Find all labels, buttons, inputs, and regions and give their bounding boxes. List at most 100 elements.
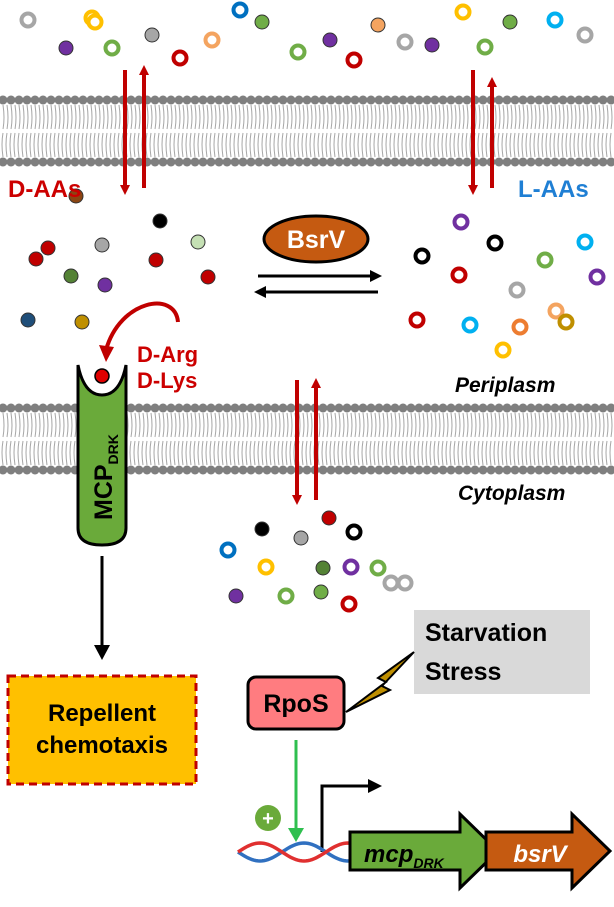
lipid-head: [367, 404, 376, 413]
l-amino-acid-particle: [416, 250, 429, 263]
lipid-head: [167, 404, 176, 413]
lipid-head: [23, 404, 32, 413]
lipid-head: [175, 466, 184, 475]
lipid-head: [191, 404, 200, 413]
lipid-head: [335, 96, 344, 105]
lipid-head: [463, 466, 472, 475]
lipid-head: [407, 404, 416, 413]
lipid-head: [247, 466, 256, 475]
d-amino-acid-particle: [322, 511, 336, 525]
lipid-head: [439, 158, 448, 167]
lipid-head: [343, 404, 352, 413]
lipid-head: [303, 404, 312, 413]
lipid-head: [223, 96, 232, 105]
lipid-head: [551, 404, 560, 413]
lipid-head: [151, 404, 160, 413]
d-amino-acid-particle: [255, 15, 269, 29]
lipid-head: [199, 404, 208, 413]
d-amino-acid-particle: [41, 241, 55, 255]
lipid-head: [583, 404, 592, 413]
lipid-head: [239, 158, 248, 167]
lipid-head: [167, 158, 176, 167]
d-amino-acid-particle: [29, 252, 43, 266]
lipid-head: [471, 466, 480, 475]
lipid-head: [359, 404, 368, 413]
binding-arrowhead: [99, 345, 114, 362]
signal-arrowhead: [94, 645, 110, 660]
starvation-stress-box: Starvation Stress: [414, 610, 590, 694]
lipid-head: [255, 404, 264, 413]
lipid-head: [271, 404, 280, 413]
lipid-head: [39, 466, 48, 475]
lipid-head: [399, 404, 408, 413]
lipid-head: [391, 466, 400, 475]
lipid-head: [159, 96, 168, 105]
mcp-receptor: MCPDRK: [78, 365, 126, 545]
lipid-head: [503, 158, 512, 167]
lipid-head: [423, 404, 432, 413]
lipid-head: [239, 404, 248, 413]
lipid-head: [391, 404, 400, 413]
lipid-head: [215, 96, 224, 105]
lipid-head: [407, 466, 416, 475]
lipid-head: [295, 158, 304, 167]
lipid-head: [191, 466, 200, 475]
lipid-head: [199, 158, 208, 167]
lipid-head: [487, 404, 496, 413]
lipid-head: [415, 158, 424, 167]
lipid-head: [79, 96, 88, 105]
lipid-head: [447, 404, 456, 413]
lipid-head: [327, 466, 336, 475]
lipid-head: [551, 96, 560, 105]
l-amino-acid-particle: [234, 4, 247, 17]
l-amino-acid-particle: [455, 216, 468, 229]
lipid-head: [487, 466, 496, 475]
lipid-head: [335, 404, 344, 413]
lipid-head: [335, 466, 344, 475]
lipid-head: [311, 158, 320, 167]
lipid-head: [599, 96, 608, 105]
l-amino-acid-particle: [539, 254, 552, 267]
lipid-head: [359, 96, 368, 105]
lipid-head: [183, 96, 192, 105]
lipid-head: [151, 158, 160, 167]
lipid-head: [159, 404, 168, 413]
lipid-head: [279, 96, 288, 105]
rpos-label: RpoS: [263, 690, 328, 718]
lipid-head: [591, 404, 600, 413]
lipid-head: [87, 158, 96, 167]
lipid-head: [127, 96, 136, 105]
lipid-head: [495, 466, 504, 475]
lipid-head: [39, 158, 48, 167]
cytoplasm-label: Cytoplasm: [458, 482, 565, 505]
lipid-head: [439, 96, 448, 105]
d-amino-acid-particle: [64, 269, 78, 283]
lipid-head: [559, 96, 568, 105]
lipid-head: [343, 466, 352, 475]
l-amino-acid-particle: [560, 316, 573, 329]
d-amino-acid-particle: [371, 18, 385, 32]
d-amino-acid-particle: [294, 531, 308, 545]
lipid-head: [415, 404, 424, 413]
lipid-head: [159, 158, 168, 167]
lipid-head: [103, 158, 112, 167]
starvation-line2: Stress: [425, 658, 501, 686]
d-amino-acid-particle: [314, 585, 328, 599]
lipid-head: [543, 404, 552, 413]
lipid-head: [215, 466, 224, 475]
lipid-head: [351, 466, 360, 475]
gene-bsrv: bsrV: [486, 814, 610, 888]
lipid-head: [183, 158, 192, 167]
l-amino-acid-particle: [399, 36, 412, 49]
d-amino-acid-particle: [201, 270, 215, 284]
l-amino-acid-particle: [348, 54, 361, 67]
lipid-head: [255, 466, 264, 475]
lipid-head: [551, 466, 560, 475]
lipid-head: [327, 96, 336, 105]
lipid-head: [519, 404, 528, 413]
l-amino-acid-particle: [106, 42, 119, 55]
lipid-head: [503, 404, 512, 413]
lipid-head: [431, 96, 440, 105]
repellent-line2: chemotaxis: [36, 732, 168, 759]
bsrv-enzyme: BsrV: [264, 216, 368, 262]
